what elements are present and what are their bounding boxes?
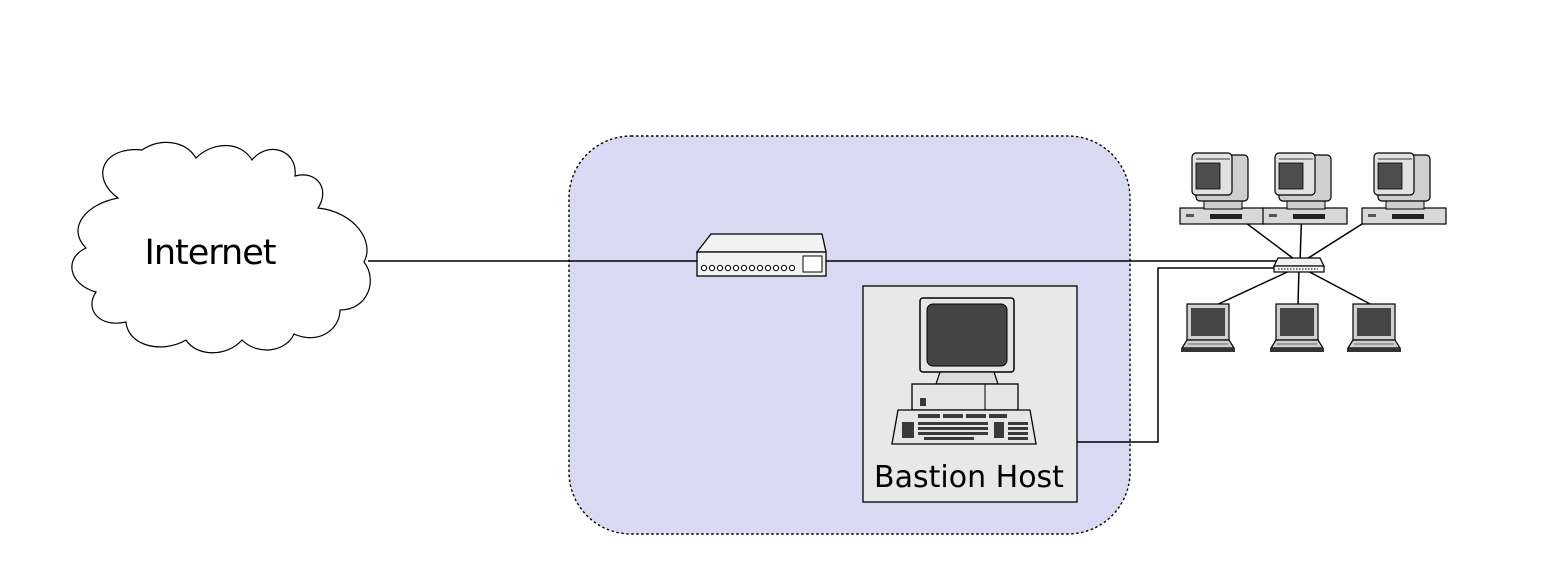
- bastion-host-label: Bastion Host: [874, 460, 1064, 495]
- workstation-icon: [1361, 152, 1447, 225]
- cloud-icon: Internet: [71, 141, 371, 354]
- link-bastion-hub: [1077, 267, 1276, 443]
- bastion-host: Bastion Host: [862, 285, 1078, 503]
- laptop-icon: [1346, 303, 1402, 353]
- desktop-computer-icon: [891, 297, 1037, 445]
- internet-label: Internet: [145, 233, 276, 273]
- workstation-icon: [1179, 152, 1265, 225]
- laptop-icon: [1269, 303, 1325, 353]
- workstation-icon: [1262, 152, 1348, 225]
- hub-icon: [1273, 257, 1325, 273]
- router-icon: [695, 233, 827, 277]
- laptop-icon: [1180, 303, 1236, 353]
